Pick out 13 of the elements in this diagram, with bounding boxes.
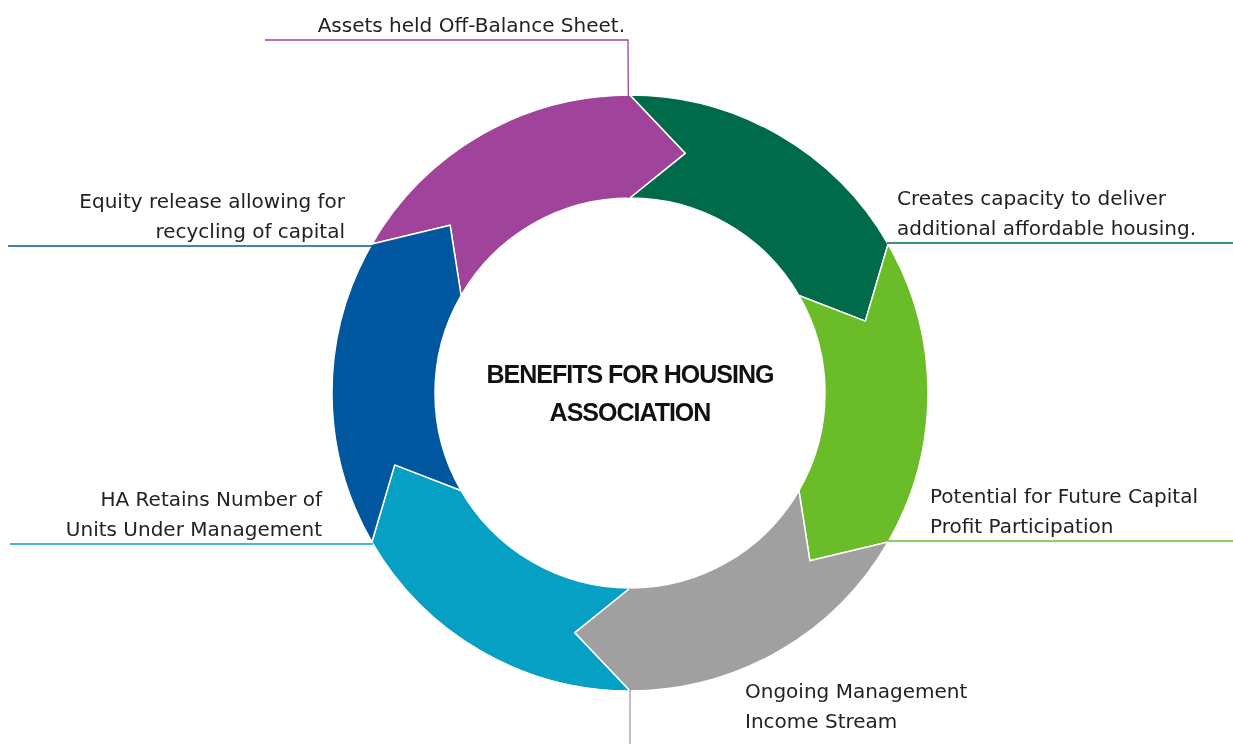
- center-heading: BENEFITS FOR HOUSING ASSOCIATION: [485, 359, 775, 428]
- leader-line: [7, 245, 374, 247]
- benefit-label: Equity release allowing for recycling of capital: [8, 186, 373, 246]
- leader-line: [886, 540, 1233, 542]
- benefit-label: HA Retains Number of Units Under Management: [52, 484, 373, 544]
- leader-line: [264, 39, 630, 199]
- benefit-label: Potential for Future Capital Profit Participation: [887, 481, 1217, 541]
- leader-line: [9, 543, 374, 545]
- benefit-label: Creates capacity to deliver additional affordable housing.: [887, 183, 1227, 243]
- leader-line: [629, 587, 631, 744]
- benefit-label: Ongoing Management Income Stream: [745, 676, 1045, 736]
- leader-line: [886, 242, 1233, 244]
- benefit-label: Assets held Off-Balance Sheet.: [265, 10, 628, 40]
